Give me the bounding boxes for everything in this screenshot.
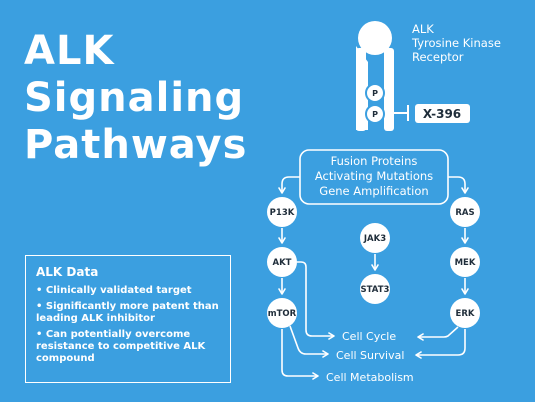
node-circle	[360, 223, 390, 253]
arrow-erk-to-cell-cycle	[417, 326, 459, 341]
alk-data-box: ALK Data Clinically validated target Sig…	[25, 255, 231, 383]
receptor-label-line-2: Tyrosine Kinase	[412, 36, 501, 50]
node-stat3: STAT3	[360, 274, 390, 304]
receptor-right-arm-bar	[384, 48, 394, 131]
phospho-circle	[365, 104, 385, 124]
node-label: P13K	[270, 208, 295, 218]
arrow-erk-to-cell-survival	[415, 329, 466, 359]
x396-inhibitor: X-396	[394, 104, 470, 123]
title-line-3: Pathways	[24, 122, 248, 168]
alk-data-heading: ALK Data	[36, 265, 99, 279]
receptor-left-arm-bar	[356, 48, 366, 131]
outcome-cell-cycle: Cell Cycle	[342, 330, 396, 343]
node-akt: AKT	[267, 247, 297, 277]
node-circle	[450, 298, 480, 328]
page-title: ALK Signaling Pathways	[24, 28, 247, 169]
node-circle	[267, 197, 297, 227]
node-circle	[267, 298, 297, 328]
alk-receptor: P P	[356, 21, 394, 131]
trigger-box: Fusion Proteins Activating Mutations Gen…	[299, 149, 449, 205]
arrow-mtor-to-cell-survival	[289, 325, 329, 358]
node-erk: ERK	[450, 298, 480, 328]
node-circle	[450, 197, 480, 227]
inhibitor-label: X-396	[423, 107, 461, 121]
receptor-label-line-3: Receptor	[412, 50, 464, 64]
phospho-label: P	[372, 110, 378, 119]
node-circle	[450, 247, 480, 277]
outcome-cell-survival: Cell Survival	[336, 349, 404, 362]
node-mtor: mTOR	[267, 298, 297, 328]
node-mek: MEK	[450, 247, 480, 277]
node-circle	[360, 274, 390, 304]
title-line-2: Signaling	[24, 75, 245, 121]
node-circle	[267, 247, 297, 277]
arrow-to-ras	[448, 176, 469, 194]
node-p13k: P13K	[267, 197, 297, 227]
node-label: JAK3	[363, 234, 386, 244]
receptor-label: ALK Tyrosine Kinase Receptor	[412, 22, 501, 64]
phospho-circle	[365, 83, 385, 103]
alk-data-list: Clinically validated target Significantl…	[36, 285, 220, 365]
outcome-cell-metabolism: Cell Metabolism	[326, 371, 414, 384]
inhibitor-box	[415, 104, 470, 123]
node-jak3: JAK3	[360, 223, 390, 253]
receptor-head	[358, 21, 392, 55]
node-label: AKT	[273, 258, 292, 268]
arrow-mtor-to-cell-metabolism	[281, 329, 319, 380]
alk-data-item: Significantly more patent than leading A…	[36, 301, 220, 325]
arrow-akt-to-cell-cycle	[297, 261, 335, 340]
node-label: ERK	[456, 309, 475, 319]
node-label: STAT3	[361, 285, 390, 295]
node-label: mTOR	[268, 309, 297, 319]
alk-data-item: Can potentially overcome resistance to c…	[36, 329, 220, 365]
trigger-line: Activating Mutations	[315, 169, 433, 183]
title-line-1: ALK	[24, 28, 115, 74]
trigger-line: Gene Amplification	[319, 184, 428, 198]
node-label: MEK	[455, 258, 476, 268]
alk-data-item: Clinically validated target	[36, 285, 220, 297]
trigger-line: Fusion Proteins	[331, 154, 418, 168]
node-ras: RAS	[450, 197, 480, 227]
node-label: RAS	[455, 208, 474, 218]
arrow-to-p13k	[278, 176, 300, 194]
phospho-label: P	[372, 89, 378, 98]
receptor-label-line-1: ALK	[412, 22, 434, 36]
